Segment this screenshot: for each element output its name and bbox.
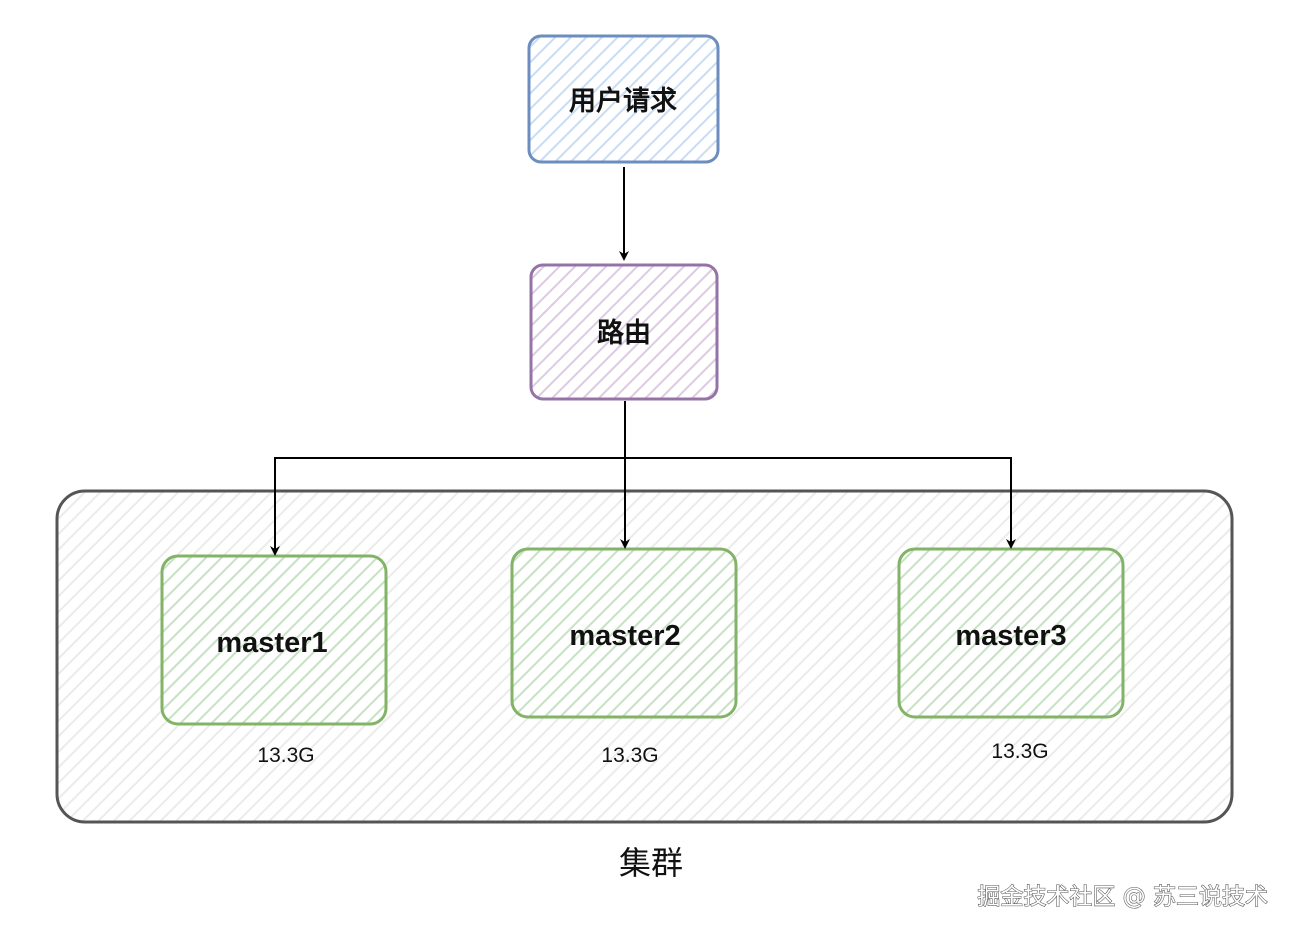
master1-label: master1 bbox=[216, 627, 327, 659]
watermark-text: 掘金技术社区 @ 苏三说技术 bbox=[977, 884, 1268, 910]
master3-node: master3 bbox=[897, 547, 1125, 719]
master2-node: master2 bbox=[510, 547, 738, 719]
master2-label: master2 bbox=[569, 620, 680, 652]
master2-size-label: 13.3G bbox=[601, 744, 658, 767]
connectors bbox=[270, 167, 1016, 556]
master1-node: master1 bbox=[160, 554, 388, 726]
arrow-router-to-master1 bbox=[270, 457, 625, 556]
user-request-label: 用户请求 bbox=[569, 85, 677, 116]
router-node: 路由 bbox=[529, 263, 719, 401]
master3-size-label: 13.3G bbox=[991, 740, 1048, 763]
master3-label: master3 bbox=[955, 620, 1066, 652]
user-request-node: 用户请求 bbox=[527, 34, 720, 164]
router-label: 路由 bbox=[597, 317, 651, 348]
arrow-router-to-master3 bbox=[625, 457, 1016, 549]
cluster-label: 集群 bbox=[619, 844, 683, 882]
master1-size-label: 13.3G bbox=[257, 744, 314, 767]
